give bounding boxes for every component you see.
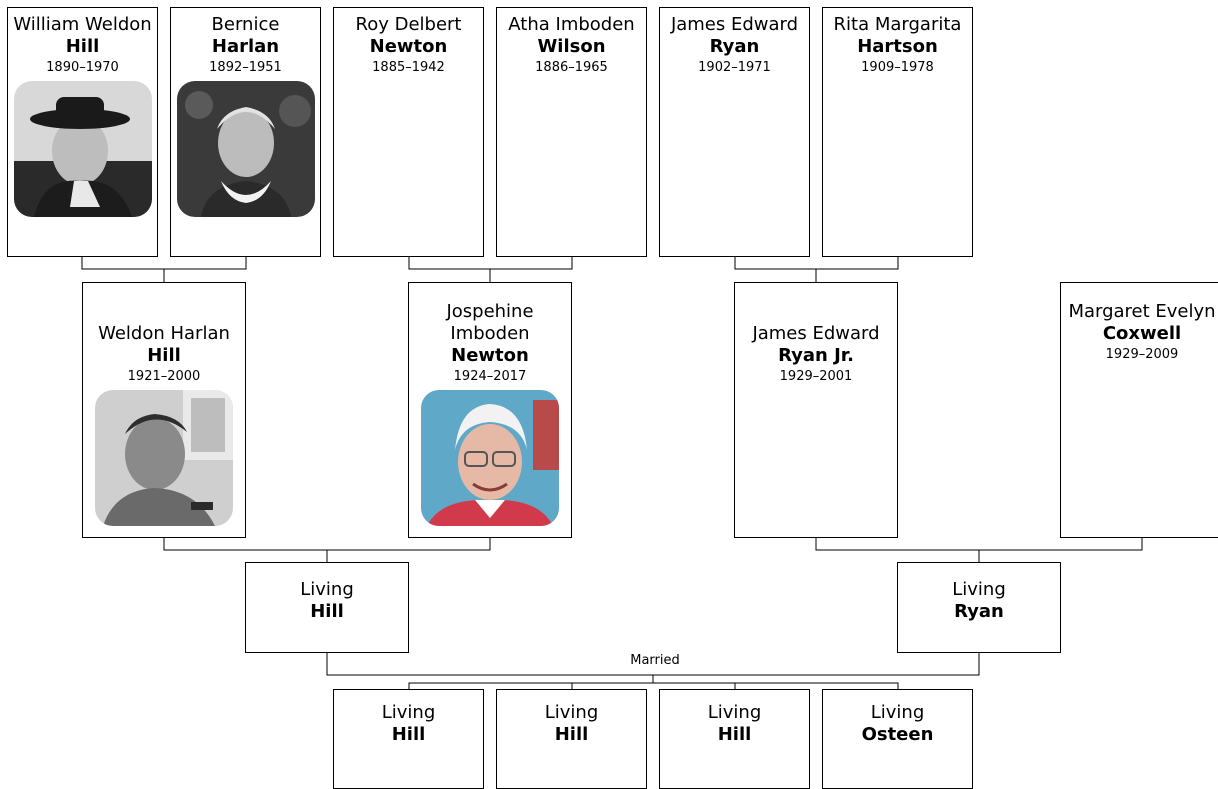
surname: Ryan bbox=[954, 601, 1004, 622]
life-dates: 1929–2001 bbox=[779, 369, 853, 384]
person-card-james-ryan-jr[interactable]: James Edward Ryan Jr. 1929–2001 bbox=[734, 282, 898, 538]
life-dates: 1890–1970 bbox=[46, 60, 119, 75]
given-name: Jospehine Imboden bbox=[446, 301, 534, 344]
life-dates: 1902–1971 bbox=[698, 60, 771, 75]
person-card-bernice-harlan[interactable]: Bernice Harlan 1892–1951 bbox=[170, 7, 321, 257]
given-name: Margaret Evelyn bbox=[1068, 301, 1216, 322]
given-name: Bernice bbox=[211, 14, 280, 35]
person-card-roy-newton[interactable]: Roy Delbert Newton 1885–1942 bbox=[333, 7, 484, 257]
given-name: Roy Delbert bbox=[355, 14, 462, 35]
given-name: Living bbox=[381, 702, 436, 723]
person-card-rita-hartson[interactable]: Rita Margarita Hartson 1909–1978 bbox=[822, 7, 973, 257]
person-card-james-ryan[interactable]: James Edward Ryan 1902–1971 bbox=[659, 7, 810, 257]
surname: Newton bbox=[451, 345, 529, 366]
given-name: Rita Margarita bbox=[833, 14, 962, 35]
portrait-photo bbox=[421, 390, 559, 526]
surname: Wilson bbox=[537, 36, 606, 57]
life-dates: 1909–1978 bbox=[861, 60, 934, 75]
portrait-photo bbox=[95, 390, 233, 526]
life-dates: 1885–1942 bbox=[372, 60, 445, 75]
surname: Hill bbox=[391, 724, 426, 745]
surname: Hill bbox=[717, 724, 752, 745]
person-card-jospehine-newton[interactable]: Jospehine Imboden Newton 1924–2017 bbox=[408, 282, 572, 538]
surname: Ryan bbox=[709, 36, 760, 57]
life-dates: 1886–1965 bbox=[535, 60, 608, 75]
portrait-photo bbox=[176, 81, 315, 217]
person-card-william-hill[interactable]: William Weldon Hill 1890–1970 bbox=[7, 7, 158, 257]
person-card-child-hill-1[interactable]: Living Hill bbox=[333, 689, 484, 789]
person-card-weldon-hill[interactable]: Weldon Harlan Hill 1921–2000 bbox=[82, 282, 246, 538]
surname: Osteen bbox=[861, 724, 934, 745]
given-name: James Edward bbox=[670, 14, 799, 35]
given-name: James Edward bbox=[752, 323, 880, 344]
person-card-child-hill-3[interactable]: Living Hill bbox=[659, 689, 810, 789]
given-name: William Weldon bbox=[13, 14, 152, 35]
surname: Hill bbox=[554, 724, 589, 745]
given-name: Living bbox=[300, 579, 354, 600]
person-card-atha-wilson[interactable]: Atha Imboden Wilson 1886–1965 bbox=[496, 7, 647, 257]
given-name: Living bbox=[707, 702, 762, 723]
surname: Newton bbox=[369, 36, 448, 57]
person-card-child-osteen[interactable]: Living Osteen bbox=[822, 689, 973, 789]
person-card-living-ryan[interactable]: Living Ryan bbox=[897, 562, 1061, 653]
person-card-living-hill[interactable]: Living Hill bbox=[245, 562, 409, 653]
person-card-margaret-coxwell[interactable]: Margaret Evelyn Coxwell 1929–2009 bbox=[1060, 282, 1218, 538]
given-name: Atha Imboden bbox=[508, 14, 635, 35]
life-dates: 1924–2017 bbox=[453, 369, 527, 384]
surname: Hill bbox=[310, 601, 344, 622]
married-label: Married bbox=[560, 654, 750, 668]
surname: Hill bbox=[147, 345, 181, 366]
portrait-photo bbox=[13, 81, 152, 217]
given-name: Living bbox=[952, 579, 1006, 600]
given-name: Living bbox=[870, 702, 925, 723]
life-dates: 1892–1951 bbox=[209, 60, 282, 75]
surname: Harlan bbox=[211, 36, 280, 57]
surname: Hartson bbox=[857, 36, 938, 57]
life-dates: 1929–2009 bbox=[1105, 347, 1179, 362]
given-name: Living bbox=[544, 702, 599, 723]
surname: Hill bbox=[65, 36, 100, 57]
surname: Coxwell bbox=[1102, 323, 1182, 344]
person-card-child-hill-2[interactable]: Living Hill bbox=[496, 689, 647, 789]
life-dates: 1921–2000 bbox=[127, 369, 201, 384]
surname: Ryan Jr. bbox=[778, 345, 854, 366]
given-name: Weldon Harlan bbox=[98, 323, 230, 344]
